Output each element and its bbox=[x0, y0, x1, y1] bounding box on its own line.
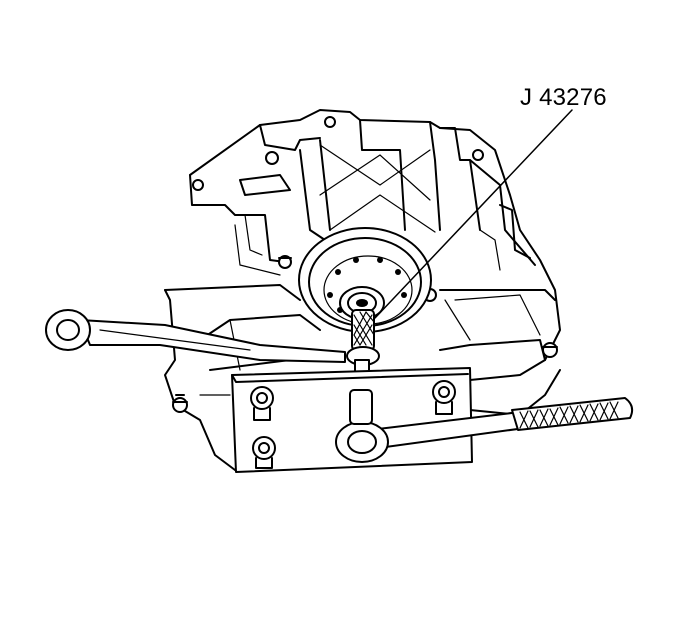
box-end-wrench bbox=[45, 309, 346, 363]
callout-leader-line bbox=[374, 109, 573, 319]
ratchet-wrench bbox=[335, 389, 634, 463]
fixture-bolt-bottom-left bbox=[252, 436, 276, 469]
tool-callout-label: J 43276 bbox=[520, 84, 607, 111]
transmission-case bbox=[189, 109, 561, 361]
top-bolt bbox=[278, 255, 292, 269]
side-bolt-right bbox=[542, 342, 558, 358]
fixture-bolt-top-right bbox=[432, 380, 456, 415]
side-bolt-left bbox=[172, 394, 188, 413]
fixture-bolt-top-left bbox=[250, 386, 274, 421]
